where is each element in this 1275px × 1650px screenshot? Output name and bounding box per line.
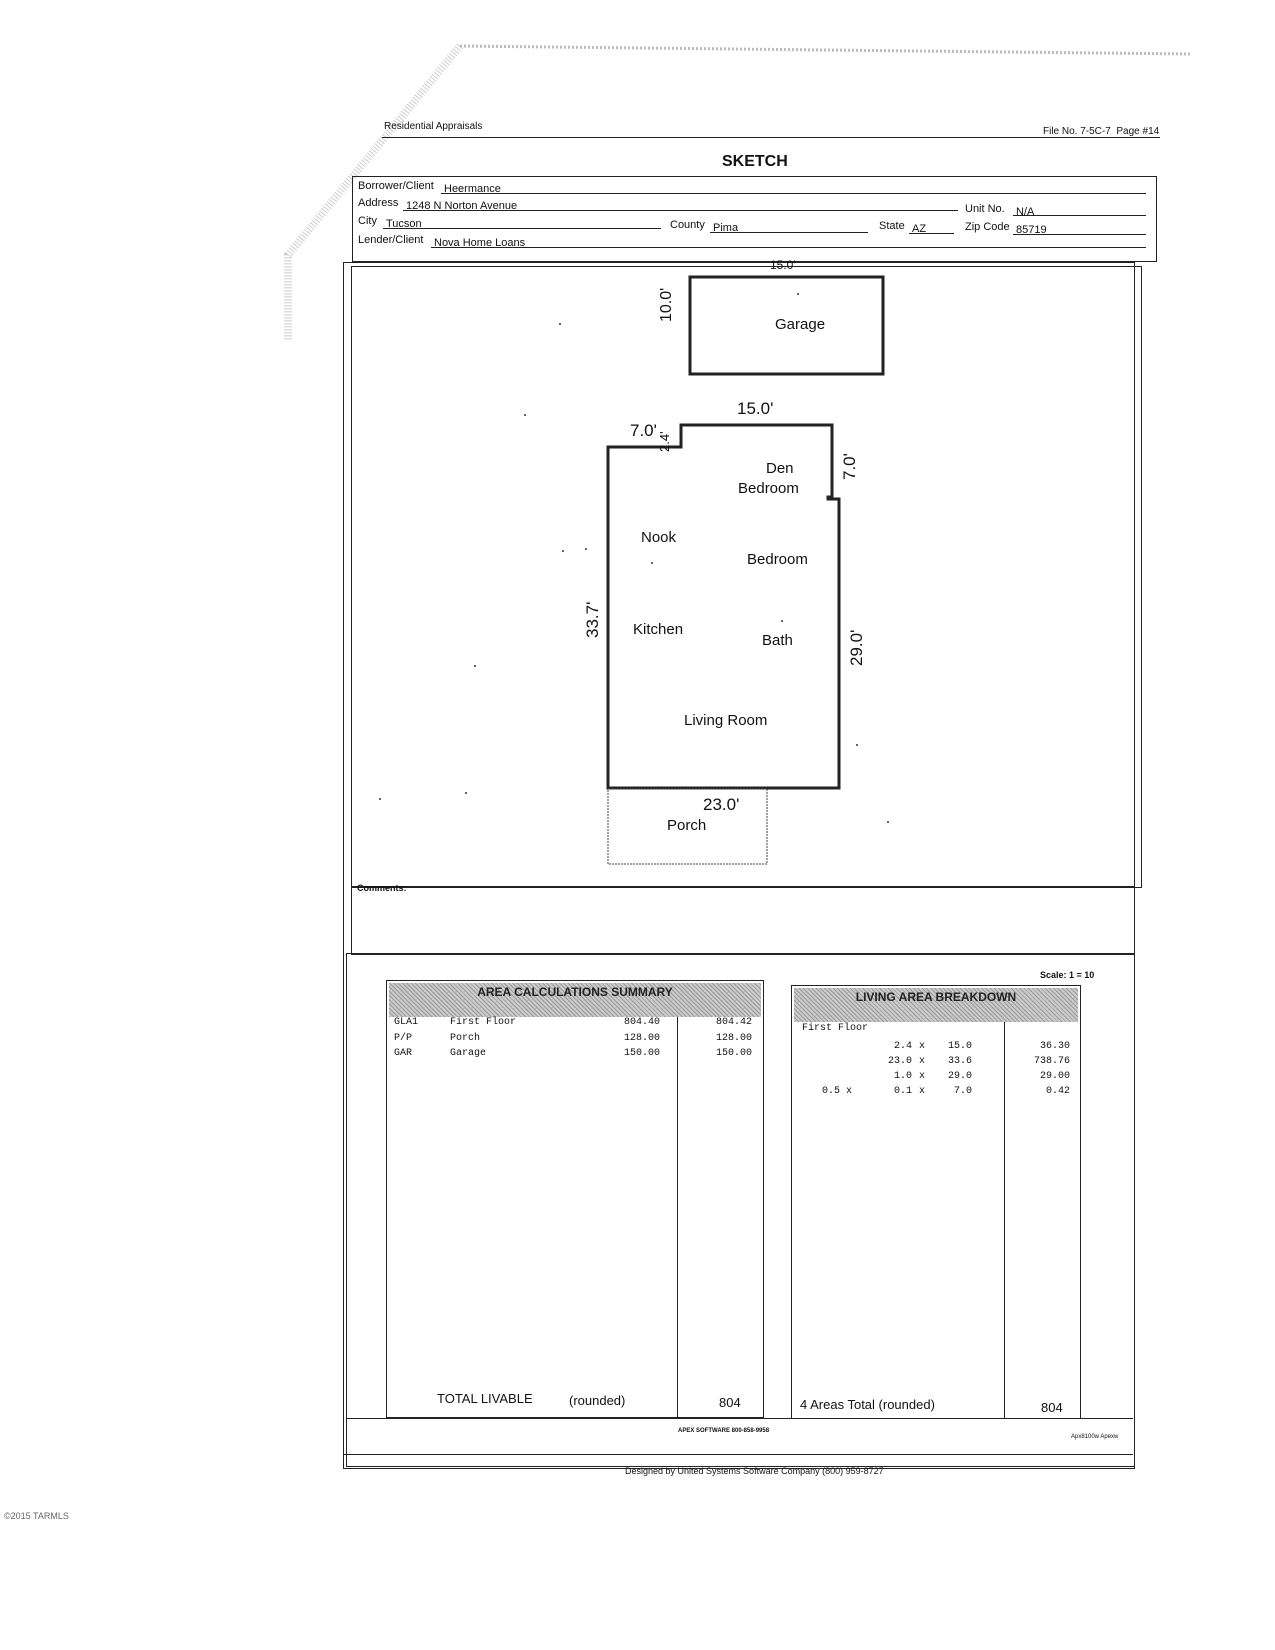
area-summary-title: AREA CALCULATIONS SUMMARY [477,985,673,999]
total-rounded-label: (rounded) [569,1393,626,1408]
house-outline [606,423,841,790]
copyright: ©2015 TARMLS [4,1511,69,1521]
file-number: File No. 7-5C-7 Page #14 [1043,126,1159,137]
scale-label: Scale: 1 = 10 [1040,970,1095,980]
porch-label: Porch [667,817,707,834]
borrower-label: Borrower/Client [358,180,434,192]
area-summary-header: AREA CALCULATIONS SUMMARY [389,983,761,1017]
house-dim-top: 15.0' [737,399,774,418]
porch-outline [607,788,768,865]
county-field: Pima [710,218,868,234]
city-value: Tucson [386,218,422,230]
page-no: Page #14 [1116,126,1160,137]
address-value: 1248 N Norton Avenue [406,200,518,212]
page-title: SKETCH [722,153,788,170]
house-dim-left: 33.7' [583,601,602,638]
address-label: Address [358,197,399,209]
room-den: Den [766,460,794,477]
zip-field: 85719 [1013,220,1146,236]
garage-outline [688,275,885,376]
room-living: Living Room [684,712,768,729]
living-breakdown-title: LIVING AREA BREAKDOWN [855,990,1017,1004]
borrower-field: Heermance [441,179,1146,195]
house-dim-bottom: 23.0' [703,795,740,814]
area-col-divider [677,1017,678,1417]
unit-value: N/A [1016,206,1035,218]
total-livable-value: 804 [719,1395,741,1410]
breakdown-col-divider [1004,1022,1005,1418]
county-label: County [670,219,705,231]
room-bath: Bath [762,632,793,649]
room-den-bedroom: Bedroom [738,480,799,497]
state-label: State [879,220,905,232]
lender-label: Lender/Client [358,234,424,246]
info-form: Borrower/Client Heermance Address 1248 N… [352,176,1157,262]
unit-field: N/A [1013,202,1146,218]
zip-value: 85719 [1016,224,1047,236]
house-dim-right-top: 7.0' [840,453,859,480]
comments-box: Comments: [351,883,1135,955]
garage-dim-side: 10.0' [658,287,675,322]
calc-section [346,953,1135,1467]
breakdown-total-value: 804 [1041,1400,1063,1415]
lender-field: Nova Home Loans [431,233,1146,249]
sketch-area [351,266,1142,888]
sheet-bottom-rule [343,1454,1133,1455]
living-breakdown-header: LIVING AREA BREAKDOWN [794,988,1078,1022]
state-value: AZ [912,223,927,235]
house-dim-notch-w: 7.0' [630,421,657,440]
apex-right: Apx8100w Apexw [1071,1434,1119,1440]
house-dim-right: 29.0' [847,629,866,666]
county-value: Pima [713,222,739,234]
apex-footer: APEX SOFTWARE 800-858-9958 [678,1428,770,1434]
footer-rule [346,1418,1133,1419]
city-field: Tucson [383,214,661,230]
sketch-sheet [343,262,1135,1469]
floor-plan [379,275,889,865]
room-bedroom: Bedroom [747,551,808,568]
file-no: File No. 7-5C-7 [1043,126,1111,137]
unit-label: Unit No. [965,203,1005,215]
copy-edge [284,43,1191,340]
garage-dim-top: 15.0' [770,258,796,272]
comments-label: Comments: [357,883,407,893]
borrower-value: Heermance [444,183,501,195]
house-dim-notch-h: 2.4' [657,431,672,452]
breakdown-total-label: 4 Areas Total (rounded) [800,1397,935,1412]
designed-by: Designed by United Systems Software Comp… [625,1466,884,1476]
company-name: Residential Appraisals [384,121,483,132]
state-field: AZ [909,219,954,235]
address-field: 1248 N Norton Avenue [403,196,958,212]
lender-value: Nova Home Loans [434,237,526,249]
zip-label: Zip Code [965,221,1010,233]
header-rule [382,137,1160,138]
room-nook: Nook [641,529,677,546]
breakdown-section: First Floor [802,1023,869,1034]
room-kitchen: Kitchen [633,621,684,638]
total-livable-label: TOTAL LIVABLE [437,1391,533,1406]
city-label: City [358,215,377,227]
garage-label: Garage [775,316,826,333]
